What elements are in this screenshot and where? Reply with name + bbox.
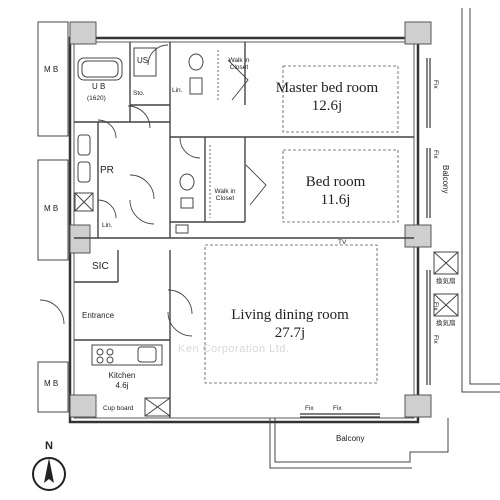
master-bed-room-name: Master bed room	[275, 80, 379, 96]
closet-rods	[209, 50, 219, 218]
entrance-label: Entrance	[82, 311, 115, 320]
cup-board-label: Cup board	[103, 405, 134, 412]
balcony-bottom	[269, 418, 449, 469]
linen-label-2: Lin.	[102, 222, 113, 229]
balcony-label-bottom: Balcony	[336, 434, 365, 443]
kitchen-counter	[91, 344, 171, 417]
fix-label-1: Fix	[432, 80, 440, 89]
pr-label: PR	[100, 165, 114, 176]
fix-label-2: Fix	[432, 150, 440, 159]
mb-label-1: M B	[44, 65, 59, 74]
linen-label-1: Lin.	[172, 87, 183, 94]
dashed-outlines	[204, 65, 399, 384]
living-dining-room-size: 27.7j	[274, 325, 306, 341]
sic-label: SIC	[92, 261, 109, 272]
mb-shafts	[37, 21, 69, 413]
tv-label: TV	[338, 239, 347, 246]
vent-label-1: 換気扇	[436, 278, 456, 285]
mb-label-3: M B	[44, 379, 59, 388]
mb-label-2: M B	[44, 204, 59, 213]
columns	[69, 21, 432, 418]
us-label: US	[137, 56, 149, 65]
kitchen-size: 4.6j	[115, 381, 129, 390]
fix-label-5: Fix	[305, 405, 314, 412]
fix-label-4: Fix	[432, 335, 440, 344]
vent-boxes	[433, 251, 459, 317]
vent-label-2: 換気扇	[436, 320, 456, 327]
walk-in-closet-label-1: Walk in Closet	[228, 57, 250, 72]
interior-walls	[74, 42, 414, 418]
kitchen-name: Kitchen	[108, 371, 136, 380]
bed-room-name: Bed room	[305, 174, 366, 190]
ub-size-label: (1620)	[87, 95, 106, 102]
bath-fixtures	[74, 47, 204, 234]
ub-label: U B	[92, 82, 106, 91]
fix-label-3: Fix	[432, 302, 440, 311]
bed-room-size: 11.6j	[320, 192, 351, 208]
balcony-label-right: Balcony	[440, 165, 450, 194]
balcony-right	[461, 8, 500, 393]
north-letter: N	[45, 440, 53, 452]
living-dining-room-name: Living dining room	[231, 307, 349, 323]
master-bed-room-size: 12.6j	[311, 98, 343, 114]
storage-label: Sto.	[133, 90, 145, 97]
door-swings	[39, 44, 267, 337]
compass-icon	[32, 457, 66, 491]
fix-label-6: Fix	[333, 405, 342, 412]
watermark: Ken Corporation Ltd.	[178, 343, 290, 355]
walk-in-closet-label-2: Walk in Closet	[214, 188, 236, 203]
window-sashes	[300, 58, 431, 418]
north-compass: N	[24, 440, 74, 495]
